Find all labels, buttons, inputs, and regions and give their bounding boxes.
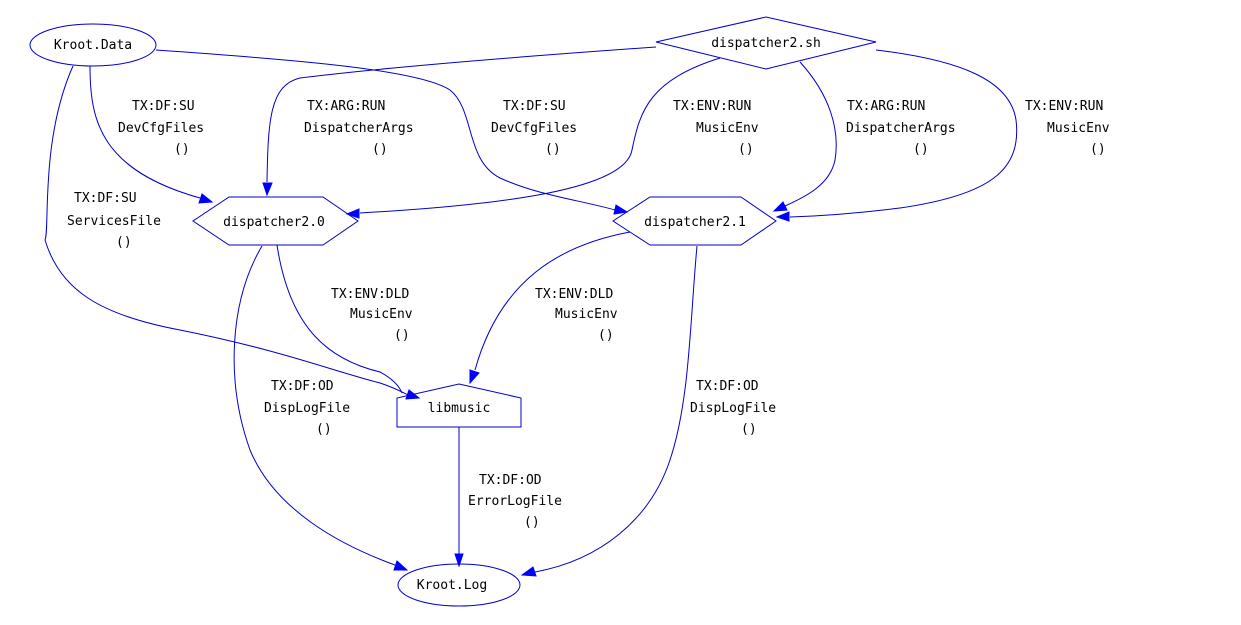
ellipse-shape [397,563,521,607]
edge-label-e5: TX:ARG:RUN DispatcherArgs () [846,99,963,157]
edge-label-e7: TX:DF:SU ServicesFile () [67,191,169,250]
edge-dispatcher2-sh-to-dispatcher2-1-args [784,61,837,207]
edge-dispatcher2-sh-to-dispatcher2-1-env [789,49,1018,218]
node-label-libmusic: libmusic [428,401,491,416]
edge-kroot-data-to-dispatcher2-0 [89,65,201,199]
edge-label-e3: TX:DF:SU DevCfgFiles () [491,99,585,157]
ellipse-shape [29,23,157,67]
edge-dispatcher2-sh-to-dispatcher2-0-args [266,46,657,183]
node-dispatcher2-1: dispatcher2.1 [612,196,777,246]
arrowhead [613,204,629,215]
arrowhead [772,201,788,212]
node-label-kroot-log: Kroot.Log [417,578,487,593]
node-libmusic: libmusic [396,383,522,428]
node-dispatcher2-sh: dispatcher2.sh [655,16,877,70]
edge-kroot-data-to-libmusic [44,65,409,396]
arrowhead [469,369,480,385]
edge-label-e11: TX:DF:OD DispLogFile () [690,379,784,437]
edge-label-e8: TX:ENV:DLD MusicEnv () [331,287,420,343]
edge-label-e2: TX:ARG:RUN DispatcherArgs () [304,99,421,157]
arrowhead [262,182,273,197]
edge-dispatcher2-0-to-kroot-log [233,245,396,566]
edge-label-e6: TX:ENV:RUN MusicEnv () [1025,99,1117,157]
node-label-kroot-data: Kroot.Data [54,38,132,53]
arrowhead [520,566,537,577]
edge-labels: TX:DF:SU DevCfgFiles () TX:ARG:RUN Dispa… [67,99,1117,530]
edge-dispatcher2-1-to-libmusic [474,231,631,371]
arrowhead [345,208,360,219]
node-label-dispatcher2-0: dispatcher2.0 [223,215,325,230]
hexagon-shape [612,196,777,246]
hexagon-shape [192,196,359,246]
diamond-shape [655,16,877,70]
edge-label-e9: TX:ENV:DLD MusicEnv () [535,287,625,343]
edge-dispatcher2-sh-to-dispatcher2-0-env [359,57,721,214]
arrowhead [454,553,464,568]
node-label-dispatcher2-sh: dispatcher2.sh [711,36,821,51]
node-kroot-data: Kroot.Data [29,23,157,67]
arrowhead [198,193,214,204]
arrowhead [775,211,790,222]
edge-label-e10: TX:DF:OD DispLogFile () [264,379,358,437]
house-shape [396,383,522,428]
edge-label-e1: TX:DF:SU DevCfgFiles () [118,99,212,157]
edge-dispatcher2-0-to-libmusic [276,244,403,394]
arrowhead [393,560,409,571]
edge-label-e12: TX:DF:OD ErrorLogFile () [468,473,570,530]
edges [44,46,1018,577]
node-kroot-log: Kroot.Log [397,563,521,607]
node-label-dispatcher2-1: dispatcher2.1 [644,215,746,230]
edge-dispatcher2-1-to-kroot-log [534,245,698,573]
edge-label-e4: TX:ENV:RUN MusicEnv () [673,99,766,157]
node-dispatcher2-0: dispatcher2.0 [192,196,359,246]
